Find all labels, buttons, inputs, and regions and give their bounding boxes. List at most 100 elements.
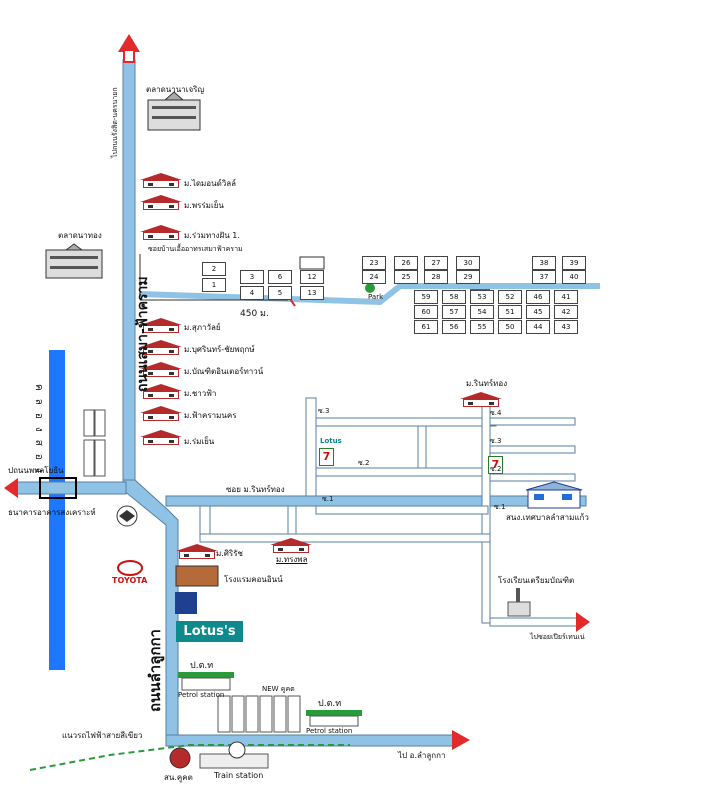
label-school: โรงเรียนเตรียมบัณฑิต — [498, 576, 575, 585]
lot-37: 37 — [532, 270, 556, 284]
label-sn-kukot: สน.คูคต — [164, 773, 193, 782]
road-sema-fakram — [122, 59, 136, 491]
lot-2: 2 — [202, 262, 226, 276]
bangkok-bank-logo — [175, 592, 197, 614]
lot-57: 57 — [442, 305, 466, 319]
label-ptt-1: ป.ต.ท — [190, 661, 214, 671]
label-moo-boonsit: ม.บัณฑิตอินเตอร์ทาวน์ — [184, 367, 264, 376]
house-thongphon-icon — [270, 538, 312, 554]
house-fakramnakorn-icon — [140, 406, 182, 422]
label-moo-rinthong-top: ม.รินทร์ทอง — [466, 379, 508, 388]
label-450m: 450 ม. — [240, 309, 269, 319]
label-to-bypass: ไปซอยเปียร์เทนเน่ — [530, 633, 585, 641]
label-moo-fakramnakorn: ม.ฟ้าครามนคร — [184, 411, 237, 420]
seven-eleven-logo-2: 7 — [488, 456, 503, 474]
label-moo-sukawat: ม.สุภาวัลย์ — [184, 323, 221, 332]
label-soi-1-left: ซ.1 — [322, 495, 334, 503]
arrow-north — [118, 34, 140, 52]
lot-61: 61 — [414, 320, 438, 334]
school-building — [507, 588, 531, 617]
label-soi-3-left: ซ.3 — [318, 407, 330, 415]
label-green-line: แนวรถไฟฟ้าสายสีเขียว — [62, 731, 143, 740]
label-toyota: TOYOTA — [112, 576, 148, 585]
lot-26: 26 — [394, 256, 418, 270]
label-petrol-1: Petrol station — [178, 691, 225, 699]
label-moo-romyen: ม.ร่มเย็น — [184, 437, 215, 446]
lot-42: 42 — [554, 305, 578, 319]
label-soi-1-right: ซ.1 — [494, 503, 506, 511]
label-moo-ruamthang: ม.ร่วมทางฝัน 1. — [184, 231, 240, 240]
lot-24: 24 — [362, 270, 386, 284]
house-diamondville-icon — [140, 173, 182, 189]
house-ruamthang-icon — [140, 225, 182, 241]
label-road-lamlukka: ถนนลำลูกกา — [146, 629, 164, 712]
label-moo-diamond: ม.ไดมอนด์วิลล์ — [184, 179, 237, 188]
label-to-lamlukka: ไป อ.ลำลูกกา — [398, 751, 446, 760]
house-chaofa-icon — [140, 384, 182, 400]
lot-41: 41 — [554, 290, 578, 304]
lot-25: 25 — [394, 270, 418, 284]
label-petrol-2: Petrol station — [306, 727, 353, 735]
arrow-to-lamlukka — [452, 730, 470, 750]
bank-tgs-icon — [116, 505, 138, 527]
lot-30: 30 — [456, 256, 480, 270]
lot-38: 38 — [532, 256, 556, 270]
green-line-route — [29, 744, 350, 771]
lot-52: 52 — [498, 290, 522, 304]
label-soi-2-left: ซ.2 — [358, 459, 370, 467]
lot-39: 39 — [562, 256, 586, 270]
house-romyen-icon — [140, 430, 182, 446]
lot-43: 43 — [554, 320, 578, 334]
house-sirirat-icon — [176, 544, 218, 560]
petrol-station-1 — [178, 672, 234, 691]
municipal-office-building — [525, 481, 583, 509]
label-moo-busarin: ม.บุศรินทร์-ชัยพฤกษ์ — [184, 345, 255, 354]
lot-56: 56 — [442, 320, 466, 334]
market-nathong-building — [45, 243, 103, 279]
road-to-phahon — [13, 481, 127, 495]
lot-59: 59 — [414, 290, 438, 304]
toyota-logo — [117, 560, 143, 576]
hatched-lot — [299, 256, 325, 270]
house-busarin-icon — [140, 340, 182, 356]
label-hospital: สนง.เทศบาลลำสามแก้ว — [506, 513, 589, 522]
label-soi-2-right: ซ.2 — [490, 465, 502, 473]
lot-3: 3 — [240, 270, 264, 284]
label-train-station: Train station — [214, 771, 264, 780]
lot-13: 13 — [300, 286, 324, 300]
label-ptt-2: ป.ต.ท — [318, 699, 342, 709]
canal-khlong-song — [49, 350, 65, 670]
lot-1: 1 — [202, 278, 226, 292]
lot-6: 6 — [268, 270, 292, 284]
lot-55: 55 — [470, 320, 494, 334]
label-new-kukot: NEW คูคต — [262, 685, 295, 693]
lot-45: 45 — [526, 305, 550, 319]
new-kukot-blocks — [217, 695, 301, 733]
label-soi-rinthong: ซอย ม.รินทร์ทอง — [226, 485, 285, 494]
label-moo-chaofa: ม.ชาวฟ้า — [184, 389, 217, 398]
label-hotel: โรงแรมคอนอินน์ — [224, 575, 283, 584]
label-canal: คลองสอง — [33, 384, 44, 481]
label-road-main: ถนนเสมา-ฟ้าคราม — [135, 276, 151, 392]
lot-46: 46 — [526, 290, 550, 304]
seven-eleven-logo-1: 7 — [319, 448, 334, 466]
lot-12: 12 — [300, 270, 324, 284]
bridge — [39, 477, 77, 499]
house-rinthong-icon — [460, 392, 502, 408]
lot-27: 27 — [424, 256, 448, 270]
lot-54: 54 — [470, 305, 494, 319]
label-soi-3-right: ซ.3 — [490, 437, 502, 445]
house-boonsit-icon — [140, 362, 182, 378]
apartment-blocks-west — [83, 409, 106, 477]
label-moo-sirirat: ม.ศิริรัช — [216, 549, 243, 558]
petrol-station-2 — [306, 710, 362, 727]
label-moo-thongphon: ม.ทรงพล — [276, 555, 308, 564]
lot-5: 5 — [268, 286, 292, 300]
lot-60: 60 — [414, 305, 438, 319]
lot-58: 58 — [442, 290, 466, 304]
arrow-west — [4, 478, 18, 498]
label-bank-tgs: ธนาคารอาคารสงเคราะห์ — [8, 508, 96, 517]
lot-53: 53 — [470, 290, 494, 304]
train-station — [199, 741, 269, 769]
